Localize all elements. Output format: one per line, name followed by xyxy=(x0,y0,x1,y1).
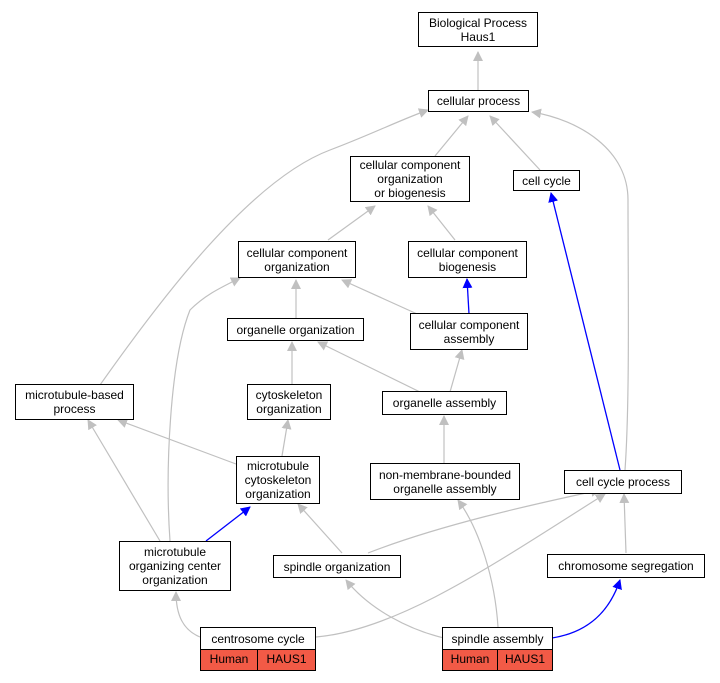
node-cell-cycle[interactable]: cell cycle xyxy=(513,170,580,191)
node-cc-assembly[interactable]: cellular component assembly xyxy=(410,313,528,350)
node-nmb-organelle-assembly[interactable]: non-membrane-bounded organelle assembly xyxy=(370,463,520,500)
edge-mtoc-to-mt-based-process xyxy=(87,419,161,542)
edge-chromosome-seg-to-cell-cycle-process xyxy=(619,493,630,554)
edge-cell-cycle-process-to-cellular-process xyxy=(531,108,629,471)
edge-mtcyto-to-cytoskeleton xyxy=(281,419,292,457)
edge-mtcyto-to-mt-based-process xyxy=(117,418,237,465)
node-cc-biogenesis[interactable]: cellular component biogenesis xyxy=(408,241,527,278)
edge-mtoc-to-mtcyto xyxy=(205,506,251,542)
edge-cc-assembly-to-cc-biogenesis xyxy=(462,278,473,315)
node-cytoskeleton-organization[interactable]: cytoskeleton organization xyxy=(247,384,331,420)
edge-cell-cycle-process-to-cell-cycle xyxy=(548,192,621,471)
node-microtubule-cytoskeleton-organization[interactable]: microtubule cytoskeleton organization xyxy=(236,456,320,504)
node-organelle-organization[interactable]: organelle organization xyxy=(227,318,364,341)
edge-ccob-to-cellular-process xyxy=(434,115,469,157)
edge-organelle-assembly-to-cc-assembly xyxy=(449,349,465,393)
edge-cc-assembly-to-cc-organization xyxy=(341,279,427,319)
species-label: Human xyxy=(200,649,258,671)
node-mtoc-organization[interactable]: microtubule organizing center organizati… xyxy=(119,541,231,591)
node-ccob[interactable]: cellular component organization or bioge… xyxy=(350,156,470,202)
edge-mtoc-to-cc-organization xyxy=(167,277,241,542)
node-centrosome-cycle[interactable]: centrosome cycle xyxy=(200,627,316,651)
edge-centrosome-to-cell-cycle-process xyxy=(315,493,606,638)
node-microtubule-based-process[interactable]: microtubule-based process xyxy=(15,384,134,420)
edge-spindle-assembly-to-spindle-org xyxy=(345,579,445,639)
edge-spindle-org-to-cell-cycle-process xyxy=(367,486,601,554)
annotation-spindle-assembly: Human HAUS1 xyxy=(442,649,553,671)
species-label: Human xyxy=(442,649,498,671)
annotation-centrosome-cycle: Human HAUS1 xyxy=(200,649,316,671)
edge-centrosome-to-mtoc xyxy=(171,591,201,638)
node-spindle-assembly[interactable]: spindle assembly xyxy=(442,627,553,651)
edge-spindle-assembly-to-nmb xyxy=(457,499,499,628)
node-chromosome-segregation[interactable]: chromosome segregation xyxy=(547,554,705,578)
edge-spindle-org-to-mtcyto xyxy=(297,503,343,554)
node-biological-process[interactable]: Biological Process Haus1 xyxy=(418,12,538,47)
gene-label: HAUS1 xyxy=(498,649,553,671)
node-cc-organization[interactable]: cellular component organization xyxy=(238,241,356,278)
edge-cc-organization-to-ccob xyxy=(327,205,376,241)
edge-organelle-assembly-to-organelle-organization xyxy=(317,341,421,393)
node-spindle-organization[interactable]: spindle organization xyxy=(273,555,401,578)
edge-mt-based-process-to-cellular-process xyxy=(99,108,429,386)
gene-label: HAUS1 xyxy=(258,649,316,671)
edge-cc-biogenesis-to-ccob xyxy=(427,205,456,241)
edge-spindle-assembly-to-chromosome-seg xyxy=(551,579,622,639)
node-cellular-process[interactable]: cellular process xyxy=(428,90,529,112)
node-organelle-assembly[interactable]: organelle assembly xyxy=(382,391,507,415)
node-cell-cycle-process[interactable]: cell cycle process xyxy=(564,470,682,494)
edge-cell-cycle-to-cellular-process xyxy=(489,115,541,171)
